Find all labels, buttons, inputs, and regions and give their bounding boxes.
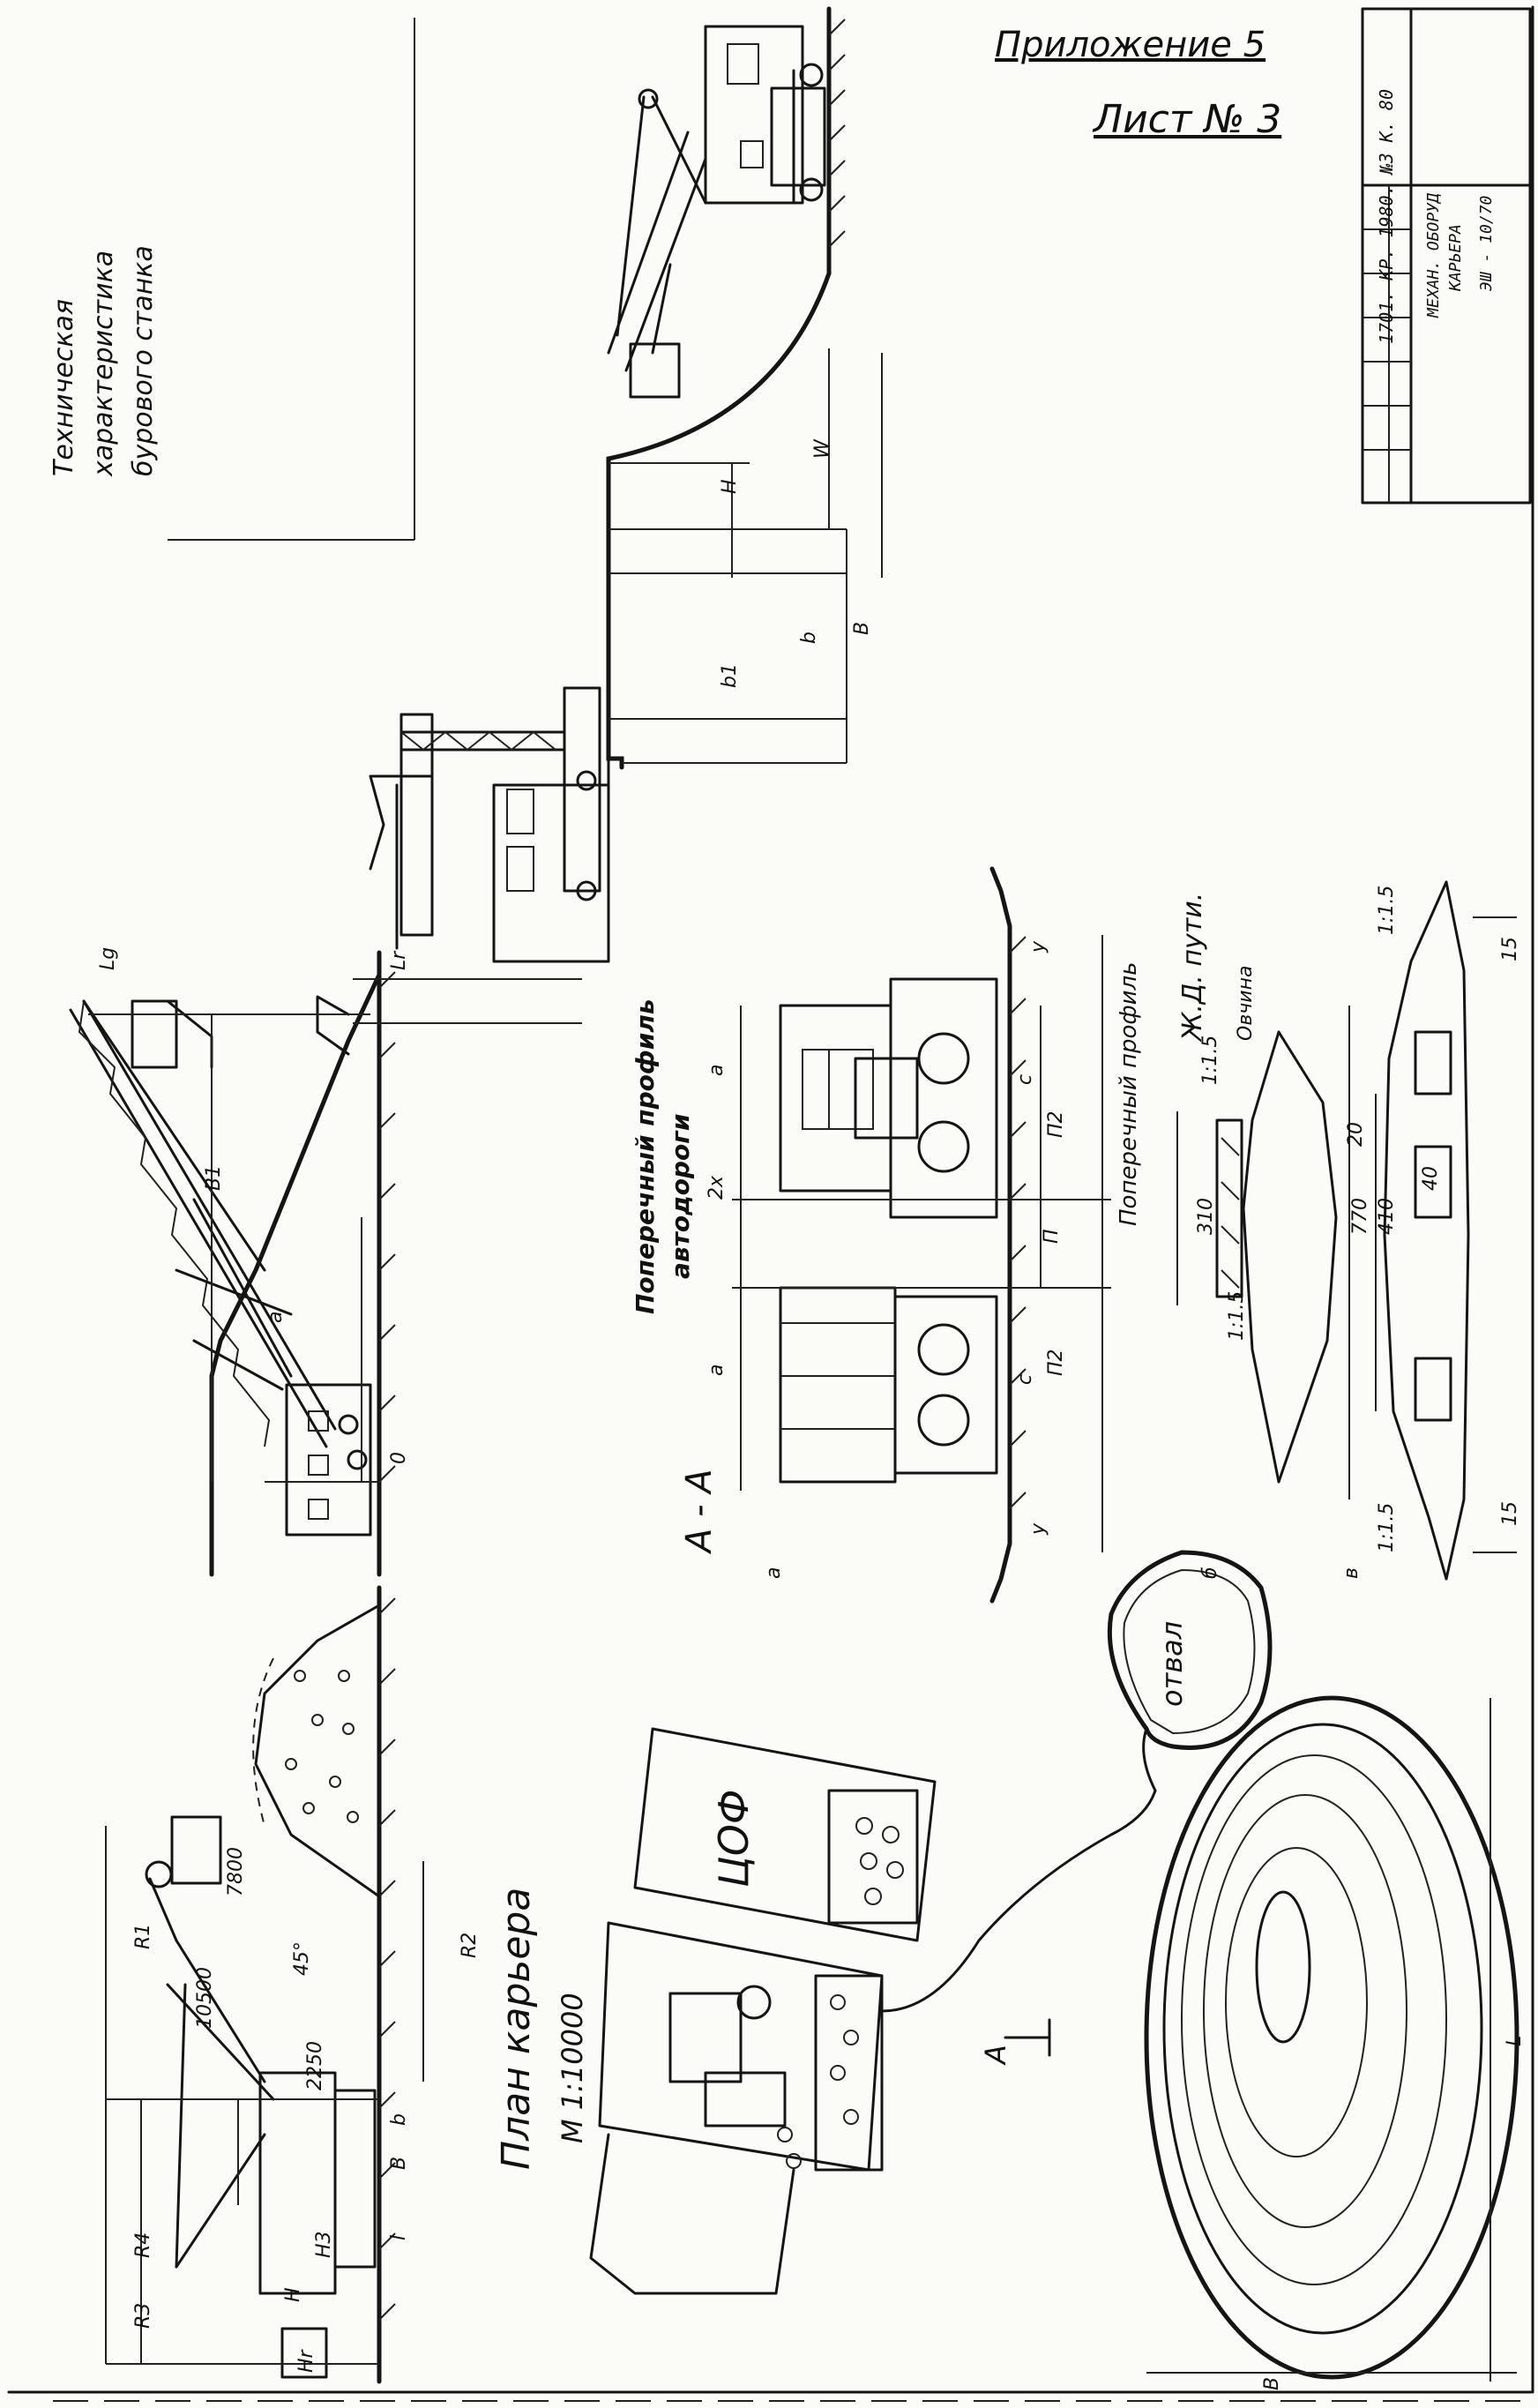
dim-label-excavator: R3 — [132, 2302, 154, 2329]
dim-label-dragline: 0 — [388, 1452, 410, 1464]
appendix-label: Приложение 5 — [995, 25, 1266, 65]
stamp-code: 1701. КР. 1980. №3 К. 80 — [1376, 89, 1397, 344]
section-marker-a: А — [979, 2045, 1012, 2064]
dim-label-shovel: B — [851, 621, 873, 635]
dragline — [69, 950, 582, 1577]
dim-label-road: П2 — [1045, 1349, 1067, 1376]
dim-label-rail: 310 — [1195, 1198, 1217, 1235]
rail-cross-section — [1176, 880, 1517, 1581]
dim-label-shovel: H — [719, 479, 741, 494]
dim-label-road: a — [706, 1364, 728, 1376]
dim-label-rail: 1:1.5 — [1199, 1035, 1221, 1085]
stamp-quarry: КАРЬЕРА — [1446, 224, 1465, 291]
dim-label-road: y — [1027, 1522, 1049, 1535]
section-aa-label: А - А — [679, 1469, 720, 1552]
dim-label-road: y — [1027, 940, 1049, 953]
dim-label-road: П — [1041, 1229, 1063, 1244]
plan-title: План карьера — [494, 1887, 539, 2170]
dim-label-rail: Овчина — [1235, 965, 1257, 1041]
drill-rig — [369, 686, 610, 963]
dim-label-rail: 15 — [1499, 937, 1521, 961]
dim-label-road: а — [763, 1567, 785, 1579]
dim-label-excavator: 2250 — [304, 2041, 326, 2090]
road-title-1: Поперечный профиль — [631, 998, 660, 1314]
dim-label-rail: 15 — [1499, 1501, 1521, 1526]
sheet-border — [7, 5, 1534, 2402]
dim-label-road: c — [1014, 1373, 1036, 1385]
dim-label-plan: L — [1504, 2035, 1526, 2046]
dim-label-excavator: B — [388, 2156, 410, 2170]
dim-label-dragline: Lr — [388, 951, 410, 970]
dim-label-excavator: l — [388, 2234, 410, 2240]
rail-title-2: Ж.Д. пути. — [1177, 892, 1208, 1041]
road-cross-section — [732, 866, 1111, 1604]
dim-label-shovel: b1 — [719, 663, 741, 688]
dim-label-excavator: R2 — [459, 1932, 481, 1958]
dim-label-rail: в — [1340, 1567, 1363, 1579]
stamp-equipment: МЕХАН. ОБОРУД — [1424, 193, 1443, 318]
shovel-section — [606, 6, 883, 770]
dim-label-dragline: B1 — [203, 1164, 225, 1191]
dim-label-rail: 1:1.5 — [1376, 885, 1398, 935]
rail-title-1: Поперечный профиль — [1116, 961, 1142, 1226]
dim-label-rail: б — [1199, 1567, 1221, 1579]
dim-label-excavator: R1 — [132, 1923, 154, 1949]
pit-plan — [589, 1550, 1519, 2382]
dim-label-excavator: 7800 — [225, 1847, 247, 1896]
drill-title-3: бурового станка — [128, 245, 159, 476]
drill-title-2: характеристика — [88, 250, 119, 476]
dim-label-rail: 20 — [1345, 1122, 1367, 1147]
road-title-2: автодороги — [666, 1113, 695, 1279]
stamp-model: ЭШ - 10/70 — [1477, 195, 1496, 291]
plan-scale: М 1:10000 — [556, 1993, 589, 2143]
dim-label-excavator: 10500 — [194, 1967, 216, 2029]
dim-label-dragline: Lg — [97, 946, 119, 970]
dim-label-shovel: W — [811, 439, 833, 459]
dim-label-rail: 410 — [1376, 1198, 1398, 1235]
dim-label-road: 2x — [706, 1175, 728, 1200]
drill-title-1: Техническая — [49, 299, 79, 476]
dim-label-rail: 1:1.5 — [1376, 1502, 1398, 1552]
dim-label-excavator: Hr — [295, 2350, 317, 2373]
drill-title-box — [168, 18, 415, 541]
cof-label: ЦОФ — [710, 1789, 758, 1888]
dim-label-road: a — [706, 1064, 728, 1076]
title-block — [1361, 7, 1532, 505]
dump-label: отвал — [1155, 1620, 1189, 1707]
dim-label-road: c — [1014, 1073, 1036, 1085]
bench-excavator — [105, 1585, 424, 2384]
dim-label-excavator: R4 — [132, 2232, 154, 2258]
dim-label-excavator: H3 — [313, 2231, 335, 2258]
dim-label-excavator: 45° — [291, 1941, 313, 1976]
sheet-number: Лист № 3 — [1094, 97, 1282, 142]
dim-label-dragline: a — [265, 1311, 287, 1323]
dim-label-rail: 770 — [1349, 1198, 1371, 1235]
dim-label-excavator: H — [282, 2287, 304, 2302]
dim-label-rail: 1:1.5 — [1226, 1290, 1248, 1341]
dim-label-shovel: b — [798, 632, 820, 644]
dim-label-rail: 40 — [1420, 1166, 1442, 1191]
dim-label-road: П2 — [1045, 1111, 1067, 1138]
dim-label-excavator: b — [388, 2113, 410, 2126]
dim-label-plan: B — [1261, 2376, 1283, 2390]
